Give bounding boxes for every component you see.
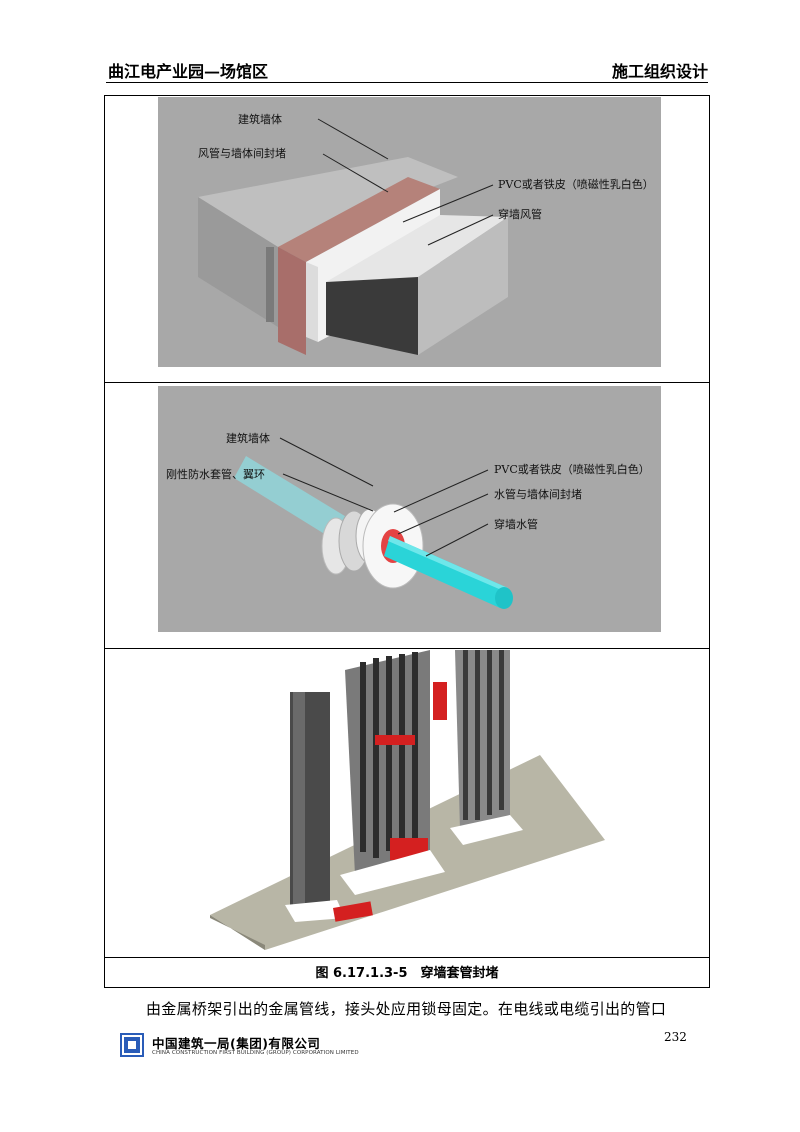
header-doc-title: 施工组织设计 (611, 62, 708, 81)
panel-divider-3 (104, 957, 710, 958)
body-paragraph: 由金属桥架引出的金属管线，接头处应用锁母固定。在电线或电缆引出的管口 (146, 1000, 667, 1018)
figure-frame (104, 95, 710, 988)
header-project-title: 曲江电产业园—场馆区 (108, 62, 269, 81)
label-wall-pipe: 穿墙水管 (494, 517, 538, 531)
label-wall-duct: 穿墙风管 (498, 207, 542, 221)
pipe-illustration: 建筑墙体 刚性防水套管、翼环 PVC或者铁皮（喷磁性乳白色） 水管与墙体间封堵 … (158, 386, 661, 632)
label-building-wall-2: 建筑墙体 (226, 431, 270, 445)
page-header: 曲江电产业园—场馆区 施工组织设计 (106, 56, 708, 83)
label-duct-seal: 风管与墙体间封堵 (198, 146, 286, 160)
company-logo (120, 1033, 144, 1057)
duct-illustration: 建筑墙体 风管与墙体间封堵 PVC或者铁皮（喷磁性乳白色） 穿墙风管 (158, 97, 661, 367)
panel-shaft-columns (205, 650, 605, 950)
panel-divider-2 (104, 648, 710, 649)
shaft-illustration (210, 650, 605, 950)
page-number: 232 (664, 1030, 687, 1044)
label-rigid-sleeve: 刚性防水套管、翼环 (166, 467, 265, 481)
label-cover-plate: PVC或者铁皮（喷磁性乳白色） (498, 177, 654, 191)
figure-caption: 图 6.17.1.3-5 穿墙套管封堵 (315, 966, 499, 981)
label-pipe-seal: 水管与墙体间封堵 (494, 487, 582, 501)
panel-pipe-penetration: 建筑墙体 刚性防水套管、翼环 PVC或者铁皮（喷磁性乳白色） 水管与墙体间封堵 … (158, 386, 661, 632)
panel-divider-1 (104, 382, 710, 383)
label-building-wall: 建筑墙体 (238, 112, 282, 126)
company-name-en: CHINA CONSTRUCTION FIRST BUILDING (GROUP… (152, 1050, 359, 1056)
panel-duct-penetration: 建筑墙体 风管与墙体间封堵 PVC或者铁皮（喷磁性乳白色） 穿墙风管 (158, 97, 661, 367)
label-cover-plate-2: PVC或者铁皮（喷磁性乳白色） (494, 462, 650, 476)
company-name-cn: 中国建筑一局(集团)有限公司 (152, 1036, 321, 1051)
